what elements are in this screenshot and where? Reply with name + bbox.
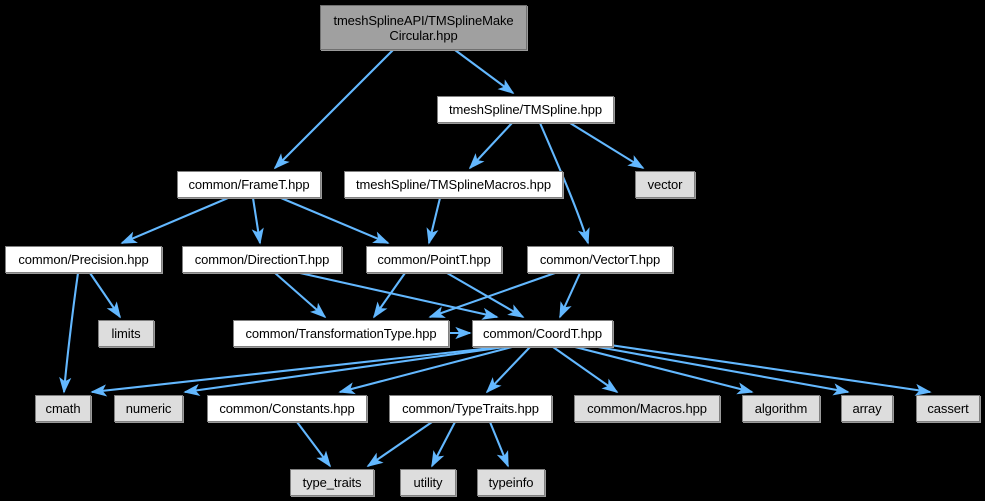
graph-node-precision[interactable]: common/Precision.hpp xyxy=(5,246,162,273)
graph-node-macros[interactable]: common/Macros.hpp xyxy=(574,395,720,422)
graph-edge-coordt-to-array xyxy=(597,345,850,396)
graph-edge-tmspline-to-tmsplinemacros xyxy=(468,122,513,170)
graph-edge-tmsplinemacros-to-pointt xyxy=(426,197,442,245)
graph-node-limits[interactable]: limits xyxy=(98,320,154,347)
graph-node-tmsplinemacros[interactable]: tmeshSpline/TMSplineMacros.hpp xyxy=(344,171,563,198)
graph-node-root[interactable]: tmeshSplineAPI/TMSplineMake Circular.hpp xyxy=(320,5,527,50)
graph-edge-tmspline-to-vector xyxy=(569,122,645,169)
graph-node-numeric[interactable]: numeric xyxy=(114,395,183,422)
graph-edge-coordt-to-cmath xyxy=(90,345,501,397)
graph-node-vectort[interactable]: common/VectorT.hpp xyxy=(527,246,673,273)
graph-edge-coordt-to-macros xyxy=(552,346,619,393)
graph-edge-precision-to-limits xyxy=(89,272,121,319)
graph-node-tmspline[interactable]: tmeshSpline/TMSpline.hpp xyxy=(437,96,614,123)
graph-node-constants[interactable]: common/Constants.hpp xyxy=(207,395,367,422)
graph-edge-root-to-framet xyxy=(273,49,394,170)
graph-node-typetraits[interactable]: common/TypeTraits.hpp xyxy=(389,395,552,422)
graph-node-cassert[interactable]: cassert xyxy=(916,395,980,422)
graph-node-algorithm[interactable]: algorithm xyxy=(742,395,820,422)
graph-edge-pointt-to-coordt xyxy=(446,272,525,318)
graph-edge-root-to-tmspline xyxy=(454,49,515,95)
graph-edge-typetraits-to-type_traits xyxy=(366,421,433,467)
graph-node-pointt[interactable]: common/PointT.hpp xyxy=(366,246,502,273)
graph-node-directiont[interactable]: common/DirectionT.hpp xyxy=(182,246,342,273)
graph-node-typeinfo[interactable]: typeinfo xyxy=(477,469,545,496)
graph-edge-coordt-to-typetraits xyxy=(485,346,531,394)
graph-edge-directiont-to-transformationtype xyxy=(274,272,327,319)
graph-node-coordt[interactable]: common/CoordT.hpp xyxy=(472,320,613,347)
graph-edge-pointt-to-transformationtype xyxy=(373,272,406,319)
graph-edge-framet-to-precision xyxy=(120,197,229,244)
graph-node-array[interactable]: array xyxy=(841,395,893,422)
graph-edge-typetraits-to-typeinfo xyxy=(489,421,509,468)
graph-edge-framet-to-pointt xyxy=(280,197,390,244)
graph-edge-coordt-to-numeric xyxy=(183,345,506,396)
graph-edge-vectort-to-coordt xyxy=(559,272,581,319)
graph-edge-coordt-to-cassert xyxy=(609,343,932,396)
graph-edge-framet-to-directiont xyxy=(251,197,264,245)
graph-edge-precision-to-cmath xyxy=(59,272,80,394)
graph-edge-typetraits-to-utility xyxy=(431,421,456,468)
graph-edge-vectort-to-transformationtype xyxy=(428,272,556,318)
graph-edge-coordt-to-algorithm xyxy=(574,345,754,395)
graph-node-framet[interactable]: common/FrameT.hpp xyxy=(177,171,321,198)
graph-node-cmath[interactable]: cmath xyxy=(35,395,91,422)
graph-edge-directiont-to-coordt xyxy=(299,271,499,320)
graph-edge-coordt-to-constants xyxy=(338,345,513,395)
graph-node-vector[interactable]: vector xyxy=(635,171,695,198)
graph-node-type_traits[interactable]: type_traits xyxy=(290,469,374,496)
graph-edge-constants-to-type_traits xyxy=(296,421,332,468)
graph-node-transformationtype[interactable]: common/TransformationType.hpp xyxy=(233,320,449,347)
graph-node-utility[interactable]: utility xyxy=(400,469,456,496)
